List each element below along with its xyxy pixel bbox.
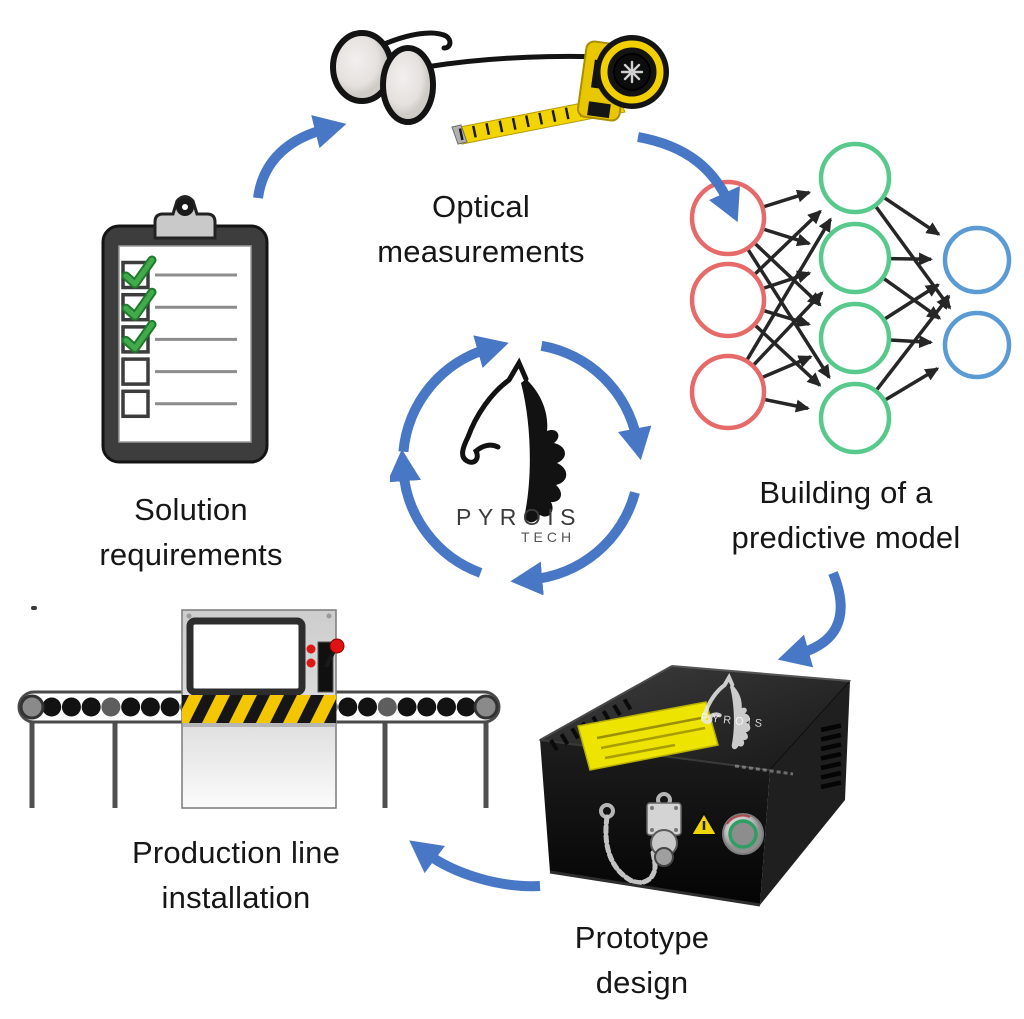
device-horse-logo xyxy=(701,673,751,750)
glasses-right-lens xyxy=(380,45,436,125)
label-line: requirements xyxy=(99,537,283,572)
checkbox xyxy=(121,389,150,419)
checklist-row xyxy=(121,357,237,386)
checklist-row xyxy=(121,319,237,354)
nn-node-output xyxy=(942,225,1012,295)
conveyor-roller xyxy=(42,697,62,717)
horse-head-icon xyxy=(460,357,567,523)
logo-sub-text: TECH xyxy=(521,529,575,545)
lever-slot xyxy=(317,641,334,693)
production-line-icon xyxy=(17,609,501,809)
fiber-connector xyxy=(646,792,682,867)
neural-network-icon xyxy=(689,141,1012,455)
pyrois-cycle-logo: PYROIS TECH xyxy=(390,335,652,595)
flow-arrow-model-to-prototype xyxy=(777,571,846,668)
conveyor-roller xyxy=(417,697,437,717)
nn-node-input xyxy=(689,179,767,257)
machine-cabinet xyxy=(181,609,345,809)
nn-node-hidden xyxy=(818,381,892,455)
clipboard-clip xyxy=(153,195,217,240)
nn-node-hidden xyxy=(818,141,892,215)
clipboard-icon xyxy=(101,195,269,464)
label-line: predictive model xyxy=(731,520,961,555)
machine-screen xyxy=(186,617,306,696)
nn-node-hidden xyxy=(818,221,892,295)
check-icon xyxy=(123,321,155,351)
conveyor-roller xyxy=(456,697,476,717)
conveyor-roller xyxy=(377,697,397,717)
nn-node-output xyxy=(942,310,1012,380)
label-line: installation xyxy=(161,880,311,915)
conveyor-roller xyxy=(338,697,358,717)
checklist-rows xyxy=(121,255,237,419)
label-optical-measurements: Optical measurements xyxy=(377,184,584,274)
label-line: Solution xyxy=(134,492,248,527)
prototype-device-photo: PYROIS xyxy=(538,665,852,907)
checklist-row xyxy=(121,255,237,290)
label-line: Prototype xyxy=(574,920,710,955)
label-line: design xyxy=(595,965,689,1000)
check-icon xyxy=(123,257,155,287)
conveyor-roller xyxy=(81,697,101,717)
label-line: measurements xyxy=(377,234,585,269)
label-production-line: Production line installation xyxy=(132,830,340,920)
label-solution-requirements: Solution requirements xyxy=(99,487,282,577)
lever-knob xyxy=(329,638,345,654)
check-icon xyxy=(123,289,155,319)
conveyor-roller xyxy=(397,697,417,717)
tape-star xyxy=(620,60,644,84)
glasses-temple xyxy=(379,30,453,51)
conveyor-roller xyxy=(160,697,180,717)
conveyor-roller xyxy=(101,697,121,717)
conveyor-roller xyxy=(437,697,456,717)
label-line: Production line xyxy=(131,835,341,870)
flow-arrow-prototype-to-production xyxy=(409,840,541,892)
laser-warning-icon xyxy=(689,811,719,836)
conveyor-roller xyxy=(61,697,81,717)
nn-node-input xyxy=(689,261,767,339)
label-predictive-model: Building of a predictive model xyxy=(732,470,961,560)
power-button xyxy=(722,813,764,855)
nn-node-hidden xyxy=(818,301,892,375)
conveyor-roller xyxy=(121,697,141,717)
cycle-arrows-icon xyxy=(390,335,652,595)
connector-chain xyxy=(603,814,658,886)
label-prototype-design: Prototype design xyxy=(575,915,710,1005)
optical-measurements-icon xyxy=(330,30,669,145)
conveyor-legs xyxy=(29,717,489,808)
conveyor-roller xyxy=(358,697,378,717)
nn-node-input xyxy=(689,353,767,431)
label-line: Optical xyxy=(432,189,530,224)
label-line: Building of a xyxy=(759,475,933,510)
checklist-row xyxy=(121,287,237,322)
checkbox xyxy=(121,357,150,386)
logo-brand-text: PYROIS xyxy=(456,504,582,530)
conveyor-roller xyxy=(140,697,160,717)
checklist-row xyxy=(121,389,237,419)
speck xyxy=(31,606,37,610)
warning-label xyxy=(577,701,719,771)
